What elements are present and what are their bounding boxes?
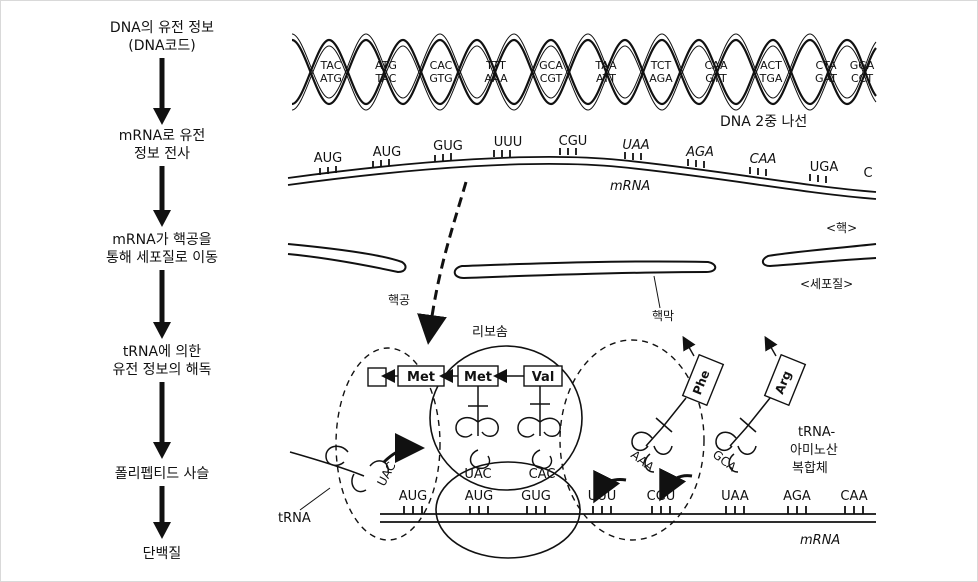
trna-label-leader [299,487,331,511]
dna-top-codon: GGA [850,59,875,72]
dna-top-codon: TCT [650,59,672,72]
dna-bottom-codon: AAA [484,72,508,85]
dna-top-codon: CAA [704,59,728,72]
anticodon-uac-exiting: UAC [374,460,398,489]
dna-helix-label: DNA 2중 나선 [720,114,807,130]
dna-bottom-codon: GTT [705,72,727,85]
trna-complex-label-1: tRNA- [798,425,835,440]
dna-top-codon: ATG [375,59,397,72]
dna-top-codon: GCA [539,59,563,72]
step-3-line-1: mRNA가 핵공을 [112,232,212,248]
amino-acid-box [367,367,387,387]
ribosome-outlines [335,339,705,559]
ribosome-label: 리보솜 [472,325,508,340]
dna-bottom-codon: TGA [759,72,783,85]
dna-codons: TAC ATG ATG TAC CAC GTG TTT AAA GCA CGT … [320,59,875,85]
mrna-codon: CGU [559,134,588,149]
mrna-codon: UGA [810,160,839,175]
dna-top-codon: TAA [594,59,617,72]
lower-mrna-strand [380,506,876,523]
mrna-codon: AGA [783,489,811,504]
step-5: 폴리펩티드 사슬 [115,466,210,482]
flow-steps: DNA의 유전 정보 (DNA코드) mRNA로 유전 정보 전사 mRNA가 … [106,20,218,562]
nuclear-membrane-leader [653,275,661,309]
step-6: 단백질 [143,546,182,562]
trna-cloverleafs [289,386,771,493]
dna-bottom-codon: ATG [320,72,342,85]
dna-bottom-codon: GAT [815,72,837,85]
mrna-codon: UAA [721,489,749,504]
nucleus-label: <핵> [826,221,857,235]
nuclear-membrane [287,243,877,280]
anticodon-aaa: AAA [628,448,657,475]
flow-arrows [153,58,171,539]
mrna-codon: C [863,166,872,181]
step-4-line-1: tRNA에 의한 [123,344,201,360]
dna-bottom-codon: CGT [540,72,563,85]
mrna-codon: CGU [647,489,676,504]
mrna-codon: UUU [588,489,617,504]
trna-amino-acid-complexes [681,335,807,407]
mrna-codon: AUG [399,489,427,504]
anticodon-cac: CAC [529,467,556,482]
mrna-codon: UUU [494,135,523,150]
amino-acid-met-2: Met [464,370,492,385]
dna-helix [291,33,877,111]
cytoplasm-label: <세포질> [800,277,853,291]
nuclear-membrane-label: 핵막 [652,309,674,323]
mrna-codon: AUG [373,145,401,160]
dna-top-codon: CTA [815,59,837,72]
lower-mrna-codons: AUG AUG GUG UUU CGU UAA AGA CAA [399,489,868,504]
mrna-export-arrow [417,181,468,345]
anticodon-uac: UAC [464,467,491,482]
mrna-codon: UAA [622,138,649,153]
dna-top-codon: CAC [430,59,453,72]
mrna-codon: AUG [465,489,493,504]
amino-acid-met-1: Met [407,370,435,385]
step-1-line-2: (DNA코드) [128,38,196,54]
trna-complex-label-2: 아미노산 [790,443,838,458]
step-1-line-1: DNA의 유전 정보 [110,20,214,36]
dna-bottom-codon: AGA [649,72,673,85]
dna-bottom-codon: CCT [851,72,873,85]
lower-mrna-label: mRNA [800,533,840,548]
upper-mrna-strand [287,148,877,200]
dna-top-codon: TTT [485,59,506,72]
mrna-codon: CAA [840,489,867,504]
mrna-codon: GUG [433,139,463,154]
step-2-line-1: mRNA로 유전 [119,128,206,144]
mrna-codon: AUG [314,151,342,166]
step-4-line-2: 유전 정보의 해독 [112,362,211,378]
nuclear-pore-label: 핵공 [388,293,410,307]
dna-bottom-codon: ATT [596,72,616,85]
mrna-codon: GUG [521,489,551,504]
dna-top-codon: TAC [320,59,342,72]
mrna-codon: CAA [750,152,777,167]
amino-acid-box-arg [763,353,807,407]
step-3-line-2: 통해 세포질로 이동 [106,250,218,266]
dna-bottom-codon: GTG [429,72,452,85]
polypeptide-chain [367,365,563,387]
upper-mrna-codons: AUG AUG GUG UUU CGU UAA AGA CAA UGA C [314,134,873,181]
step-2-line-2: 정보 전사 [134,146,190,162]
dna-top-codon: ACT [760,59,782,72]
trna-complex-label-3: 복합체 [792,461,828,476]
mrna-codon: AGA [685,145,714,160]
codon-pairing-arrows [382,433,693,504]
amino-acid-box-phe [681,353,725,407]
dna-bottom-codon: TAC [375,72,397,85]
trna-label: tRNA [278,511,311,526]
upper-mrna-label: mRNA [610,179,650,194]
anticodon-gca: GCA [710,447,740,474]
amino-acid-val: Val [532,370,555,385]
